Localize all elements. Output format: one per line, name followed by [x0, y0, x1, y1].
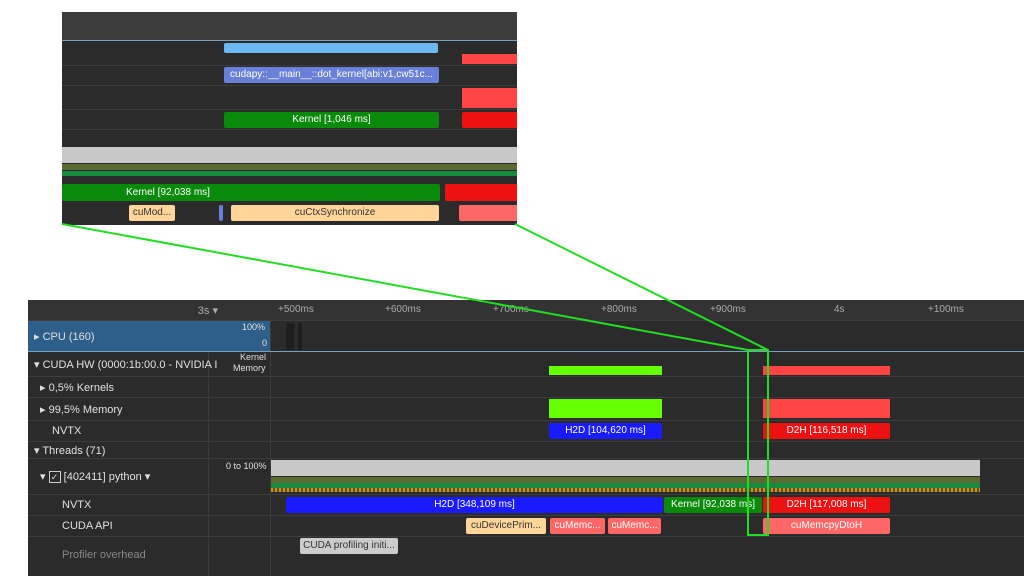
tick: 4s: [834, 304, 845, 315]
thread-nvtx-label: NVTX: [62, 499, 92, 511]
memory-bar[interactable]: [462, 88, 517, 108]
tick: +500ms: [278, 304, 314, 315]
python-thread-label[interactable]: ▾ ✓ [402411] python ▾: [40, 471, 151, 483]
row-threads[interactable]: ▾ Threads (71): [28, 442, 1024, 459]
row-kernels[interactable]: ▸ 0,5% Kernels: [28, 377, 1024, 398]
thread-activity: [271, 483, 980, 488]
thread-activity: [62, 171, 517, 176]
zoom-select[interactable]: 3s ▾: [197, 305, 218, 317]
highlight-rect: [747, 349, 769, 536]
scale-bottom: 0: [262, 338, 268, 348]
thread-d2h-bar[interactable]: D2H [117,008 ms]: [763, 497, 890, 513]
row-cpu[interactable]: ▸ CPU (160) 100% 0: [28, 321, 1024, 352]
profiler-init-bar[interactable]: CUDA profiling initi...: [300, 538, 398, 554]
api-memcpy-bar[interactable]: [459, 205, 517, 221]
row-cuda-hw[interactable]: ▾ CUDA HW (0000:1b:00.0 - NVIDIA I Kerne…: [28, 352, 1024, 377]
nvtx-d2h-bar[interactable]: D2H [116,518 ms]: [763, 423, 890, 439]
memory-h2d-mark[interactable]: [549, 366, 662, 375]
legend-memory: Memory: [233, 363, 266, 373]
row-memory[interactable]: ▸ 99,5% Memory: [28, 398, 1024, 421]
tick: +900ms: [710, 304, 746, 315]
tick: +700ms: [493, 304, 529, 315]
memory-label: 99,5% Memory: [48, 404, 123, 416]
row-thread-nvtx[interactable]: NVTX H2D [348,109 ms] Kernel [92,038 ms]…: [28, 495, 1024, 516]
memory-d2h-mark[interactable]: [763, 366, 890, 375]
timeline-panel: 3s ▾ +500ms +600ms +700ms +800ms +900ms …: [28, 300, 1024, 576]
thread-d2h-bar[interactable]: [445, 184, 517, 201]
tick: +100ms: [928, 304, 964, 315]
profiler-label: Profiler overhead: [62, 549, 146, 561]
connector-line-right: [514, 223, 769, 351]
memory-h2d-bar[interactable]: [549, 399, 662, 418]
row-nvtx[interactable]: NVTX H2D [104,620 ms] D2H [116,518 ms]: [28, 421, 1024, 442]
zoom-inset: cudapy::__main__::dot_kernel[abi:v1,cw51…: [62, 12, 517, 225]
row-cuda-api[interactable]: CUDA API cuDevicePrim... cuMemc... cuMem…: [28, 516, 1024, 537]
nvtx-label: NVTX: [52, 425, 82, 437]
thread-checkbox[interactable]: ✓: [48, 471, 61, 483]
api-memcpy-bar[interactable]: cuMemc...: [608, 518, 661, 534]
connector-line-left: [61, 223, 749, 351]
api-cuctxsync-bar[interactable]: cuCtxSynchronize: [231, 205, 439, 221]
thread-kernel-bar[interactable]: Kernel [92,038 ms]: [62, 184, 440, 201]
legend-kernel: Kernel: [240, 352, 267, 362]
kernel-mark[interactable]: [224, 43, 438, 53]
kernels-label: 0,5% Kernels: [48, 382, 115, 394]
scale-label: 0 to 100%: [226, 461, 267, 471]
api-launch-bar[interactable]: [219, 205, 223, 221]
row-python[interactable]: ▾ ✓ [402411] python ▾ 0 to 100%: [28, 459, 1024, 495]
memory-d2h-bar[interactable]: [763, 399, 890, 418]
memory-mark[interactable]: [462, 54, 517, 64]
nvtx-kernel-bar[interactable]: Kernel [1,046 ms]: [224, 112, 439, 128]
thread-h2d-bar[interactable]: H2D [348,109 ms]: [286, 497, 663, 513]
cpu-label[interactable]: ▸ CPU (160): [34, 331, 95, 343]
nvtx-h2d-bar[interactable]: H2D [104,620 ms]: [549, 423, 662, 439]
cuda-api-label: CUDA API: [62, 520, 113, 532]
threads-label: Threads (71): [42, 445, 106, 457]
thread-state: [271, 477, 980, 483]
tick: +600ms: [385, 304, 421, 315]
sampling-ticks: [271, 488, 980, 492]
api-devprim-bar[interactable]: cuDevicePrim...: [466, 518, 546, 534]
scale-top: 100%: [242, 322, 266, 332]
nvtx-d2h-bar[interactable]: [462, 112, 517, 128]
thread-state: [62, 164, 517, 170]
row-profiler[interactable]: Profiler overhead CUDA profiling initi..…: [28, 537, 1024, 576]
thread-kernel-bar[interactable]: Kernel [92,038 ms]: [664, 497, 762, 513]
api-dtoh-bar[interactable]: cuMemcpyDtoH: [763, 518, 890, 534]
api-cumod-bar[interactable]: cuMod...: [129, 205, 175, 221]
tick: +800ms: [601, 304, 637, 315]
cpu-usage-chart: [271, 460, 980, 476]
cpu-usage: [62, 147, 517, 163]
api-memcpy-bar[interactable]: cuMemc...: [550, 518, 605, 534]
cuda-hw-label[interactable]: ▾ CUDA HW (0000:1b:00.0 - NVIDIA I: [34, 359, 218, 371]
kernel-bar[interactable]: cudapy::__main__::dot_kernel[abi:v1,cw51…: [224, 67, 439, 83]
